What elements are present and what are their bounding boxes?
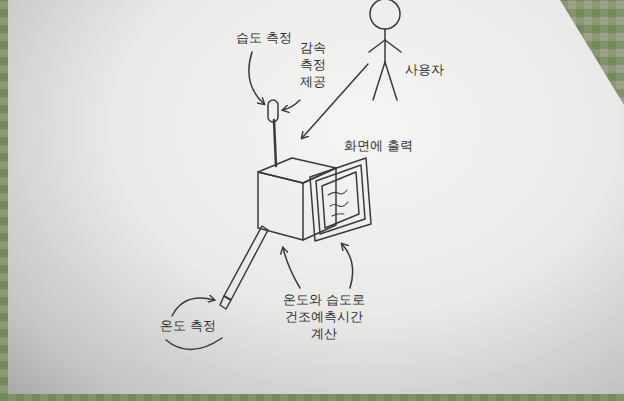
humidity-label: 습도 측정 xyxy=(236,30,292,47)
calculation-note: 온도와 습도로 건조예측시간 계산 xyxy=(272,292,376,343)
screen-label: 화면에 출력 xyxy=(344,138,413,155)
temperature-label: 온도 측정 xyxy=(160,318,216,335)
user-label: 사용자 xyxy=(405,62,444,79)
feedback-label: 감속 측정 제공 xyxy=(296,40,330,91)
